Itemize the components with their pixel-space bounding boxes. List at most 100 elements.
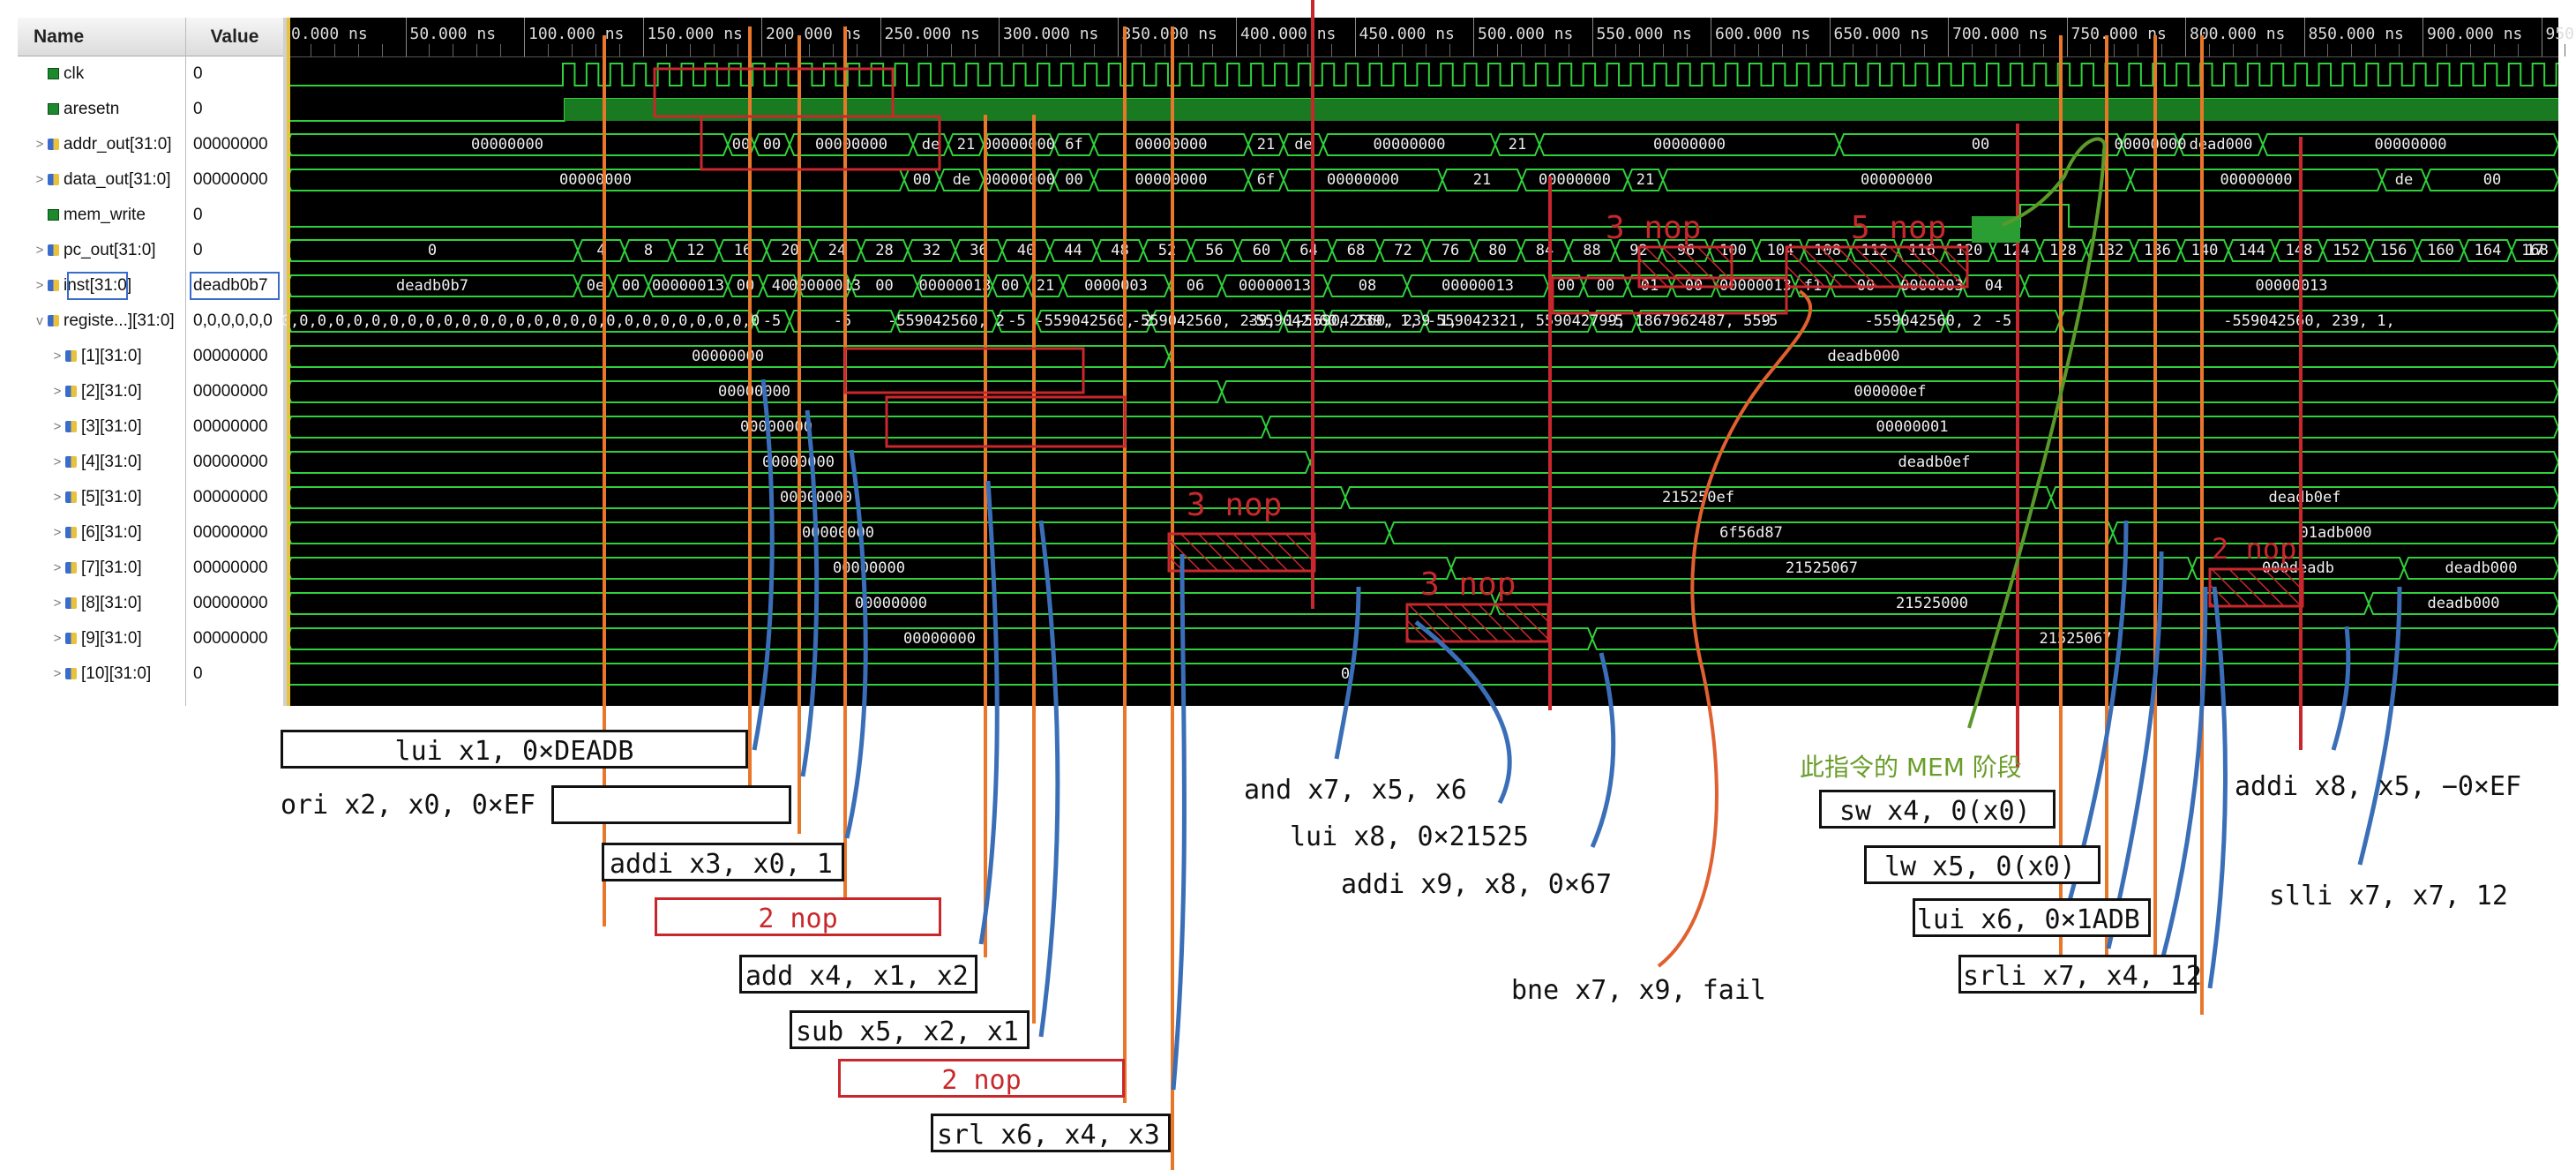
ruler-minor-tick [832,44,834,56]
signal-name: [1][31:0] [81,347,142,365]
wave-value-label: dead000 [2189,136,2253,154]
ruler-minor-tick [2018,44,2020,56]
wave-value-label: 21 [1256,136,1276,154]
wave-value-label: 00000000 [718,383,790,401]
signal-value: 00000000 [193,417,268,436]
wave-value-label: 64 [1299,242,1318,259]
expand-icon[interactable]: > [53,419,62,434]
expand-icon[interactable]: > [53,349,62,364]
ruler-minor-tick [1639,44,1641,56]
expand-icon[interactable]: > [53,454,62,469]
ruler-minor-tick [1307,44,1308,56]
wave-value-label: 00000000 [1653,136,1726,154]
expand-icon[interactable]: > [53,490,62,505]
name-column-header[interactable]: Name [18,18,185,56]
wave-value-label: 04 [1984,277,2003,295]
wave-mem-write[interactable] [287,198,2558,233]
expand-icon[interactable]: > [35,137,44,152]
wave-value-label: 215250ef [1662,489,1734,506]
wave-value-label: 00 [1684,277,1704,295]
wave-aresetn[interactable] [287,92,2558,127]
ruler-minor-tick [2351,44,2353,56]
wave-reg-10[interactable]: 0 [287,656,2558,692]
wave-value-label: -5 [1993,312,2012,330]
ruler-tick-label: 100.000 ns [528,25,625,43]
wave-value-label: 00000013 [2255,277,2328,295]
wave-registers[interactable]: 0,0,0,0,0,0,0,0,0,0,0,0,0,0,0,0,0,0,0,0,… [281,304,2558,339]
wave-value-label: 21 [1636,171,1655,189]
wave-value-label: -5 [1605,312,1624,330]
wave-value-label: 00000013 [918,277,992,295]
ruler-minor-tick [618,44,620,56]
wave-value-label: 00000000 [983,171,1055,189]
wave-value-label: de [2394,171,2414,189]
expand-icon[interactable]: > [53,596,62,611]
time-cursor[interactable] [287,18,290,706]
wave-value-label: 40 [1016,242,1036,259]
ruler-tick-label: 150.000 ns [647,25,743,43]
ruler-minor-tick [1805,44,1807,56]
nop-label-c: 3 nop [1187,487,1283,523]
signal-value: 00000000 [193,523,268,542]
wave-value-label: 24 [827,242,847,259]
signal-name: [2][31:0] [81,382,142,401]
bus-signal-icon [65,421,77,432]
wave-value-label: 00000013 [1239,277,1311,295]
wave-value-label: -559042560, 239, 1, -559042321, 55904279… [1247,312,1771,330]
signal-name: [7][31:0] [81,559,142,577]
expand-icon[interactable]: > [53,384,62,399]
expand-icon[interactable]: > [53,631,62,646]
ruler-tick: 900.000 ns [2422,18,2522,56]
signal-value: 00000000 [193,559,268,577]
expand-icon[interactable]: > [35,172,44,187]
ruler-tick-label: 500.000 ns [1478,25,1574,43]
ruler-tick: 250.000 ns [880,18,980,56]
ruler-minor-tick [1520,44,1522,56]
wave-value-label: 00000000 [1539,171,1611,189]
instr-nop-2: 2 nop [838,1059,1125,1098]
wave-value-label: 00000000 [1373,136,1446,154]
expand-icon[interactable]: > [53,525,62,540]
wave-value-label: 21 [1036,277,1055,295]
ruler-minor-tick [1900,44,1902,56]
signal-name: [9][31:0] [81,629,142,648]
instr-lui-x1: lui x1, 0×DEADB [281,730,748,769]
wave-value-label: 00 [736,277,755,295]
wave-value-label: 00 [1856,277,1876,295]
expand-icon[interactable]: > [35,243,44,258]
bus-signal-icon [65,597,77,609]
expand-icon[interactable]: > [53,666,62,681]
wave-value-label: 00000000 [471,136,543,154]
wave-value-label: 136 [2144,242,2171,259]
signal-value: 0,0,0,0,0,0 [193,311,273,330]
wave-value-label: 140 [2190,242,2219,259]
value-column-header[interactable]: Value [186,18,283,56]
wave-clk[interactable] [287,56,2558,92]
ruler-tick: 750.000 ns [2066,18,2167,56]
ruler-minor-tick [951,44,953,56]
ruler-minor-tick [1663,44,1665,56]
bus-signal-icon [65,491,77,503]
ruler-minor-tick [2445,44,2447,56]
ruler-minor-tick [571,44,573,56]
ruler-minor-tick [2280,44,2281,56]
ruler-minor-tick [1496,44,1498,56]
wave-value-label: 44 [1064,242,1082,259]
expand-icon[interactable]: > [53,560,62,575]
instr-addi-x3: addi x3, x0, 1 [602,843,844,881]
expand-icon[interactable]: > [35,278,44,293]
wave-value-label: -559042560, 239, 1, [1131,312,1304,330]
collapse-icon[interactable]: v [36,313,43,328]
